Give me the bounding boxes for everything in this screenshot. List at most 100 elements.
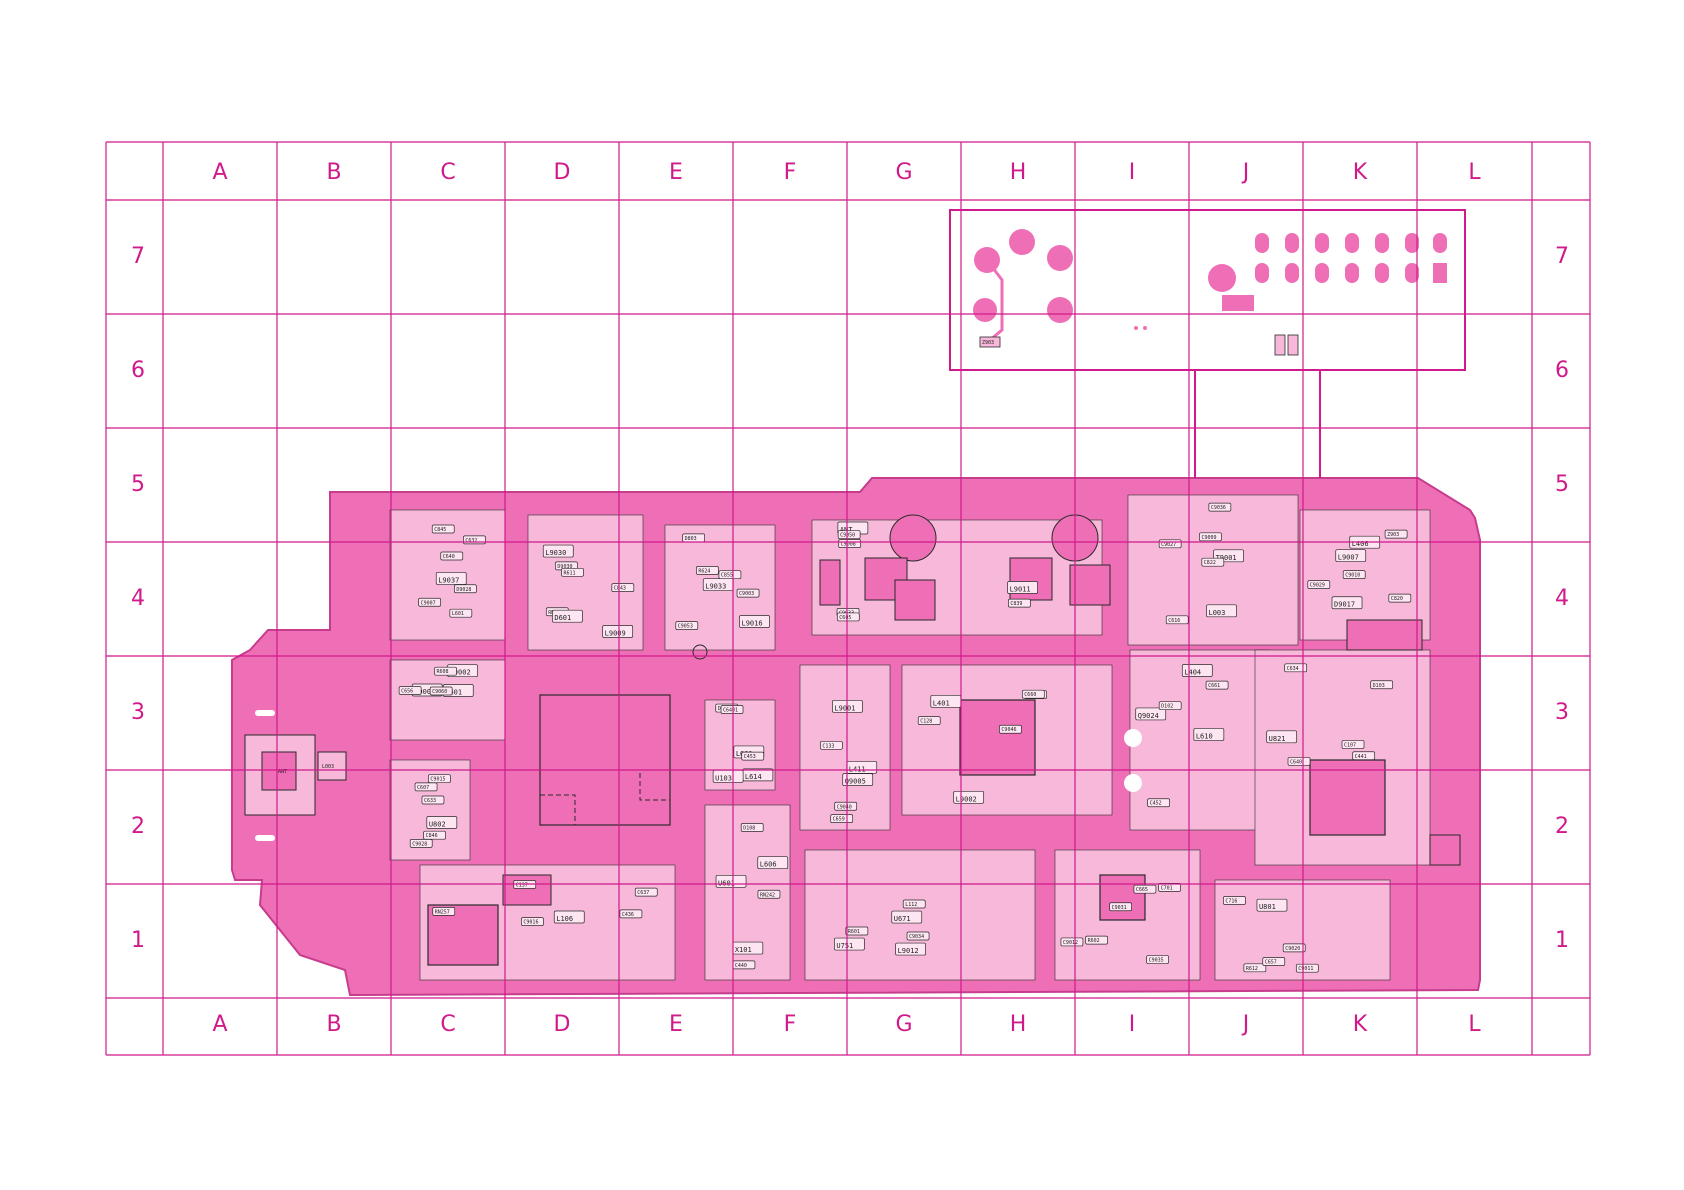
component-ref-c441: C441 [1355, 754, 1367, 760]
component-ref-q9005: Q9005 [845, 778, 866, 786]
component-outline [1295, 963, 1319, 973]
connector-pad [1345, 263, 1359, 283]
column-label-bottom-I: I [1129, 1012, 1136, 1037]
component-ref-u802: U802 [429, 821, 446, 829]
component-outline [1243, 963, 1267, 973]
top-connector-area: Z903 [949, 209, 1466, 478]
component-outline [1335, 549, 1367, 563]
component-ref-l406: L406 [1352, 540, 1369, 548]
component-ref-l9033: L9033 [705, 583, 726, 591]
component-ref-l401: L401 [933, 699, 950, 707]
connector-pad [1285, 233, 1299, 253]
component-outline [552, 609, 583, 623]
component-outline [1201, 557, 1225, 567]
component-ref-c661: C661 [1208, 683, 1220, 689]
column-label-bottom-K: K [1353, 1012, 1368, 1037]
component-ref-l9030: L9030 [545, 549, 566, 557]
column-label-top-H: H [1010, 160, 1027, 185]
component-outline [720, 705, 744, 714]
component-outline [1384, 529, 1408, 539]
component-ref-c453: C453 [744, 754, 756, 760]
component-outline [1206, 604, 1237, 618]
component-ref-u751: U751 [836, 942, 853, 950]
component-ref-d108: D108 [743, 825, 755, 831]
component-ref-c665: C665 [1136, 887, 1148, 893]
component-outline [521, 917, 544, 926]
component-ref-u671: U671 [894, 915, 911, 923]
component-outline [542, 544, 574, 558]
row-label-right-6: 6 [1555, 358, 1569, 383]
component-outline [619, 909, 643, 919]
component-outline [1352, 751, 1376, 761]
component-ref-u401: U401 [445, 689, 462, 697]
component-ref-l404: L404 [1184, 669, 1201, 677]
component-outline [906, 931, 930, 941]
component-outline [757, 856, 789, 870]
component-outline [1287, 757, 1311, 766]
row-label-left-6: 6 [131, 358, 145, 383]
component-outline [891, 910, 923, 924]
column-label-top-D: D [554, 160, 571, 185]
component-outline [1158, 701, 1182, 711]
component-ref-q9003: Q9003 [414, 688, 435, 696]
component-ref-l9007: L9007 [1338, 554, 1359, 562]
component-ref-c845: C845 [434, 527, 446, 533]
component-outline [1307, 580, 1331, 589]
component-outline [602, 625, 634, 638]
component-outline [429, 686, 453, 696]
component-ref-l601: L601 [452, 611, 464, 617]
component-ref-d803: D803 [685, 536, 697, 542]
component-outline [1388, 593, 1412, 603]
component-outline [1109, 902, 1132, 912]
component-outline [1208, 502, 1232, 512]
component-outline [1205, 680, 1229, 690]
component-ref-c820: C820 [1391, 596, 1403, 602]
component-ref-c436: C436 [622, 912, 634, 918]
column-label-top-C: C [440, 160, 455, 185]
component-outline [1146, 955, 1169, 964]
component-ref-d103: D103 [1373, 683, 1385, 689]
component-outline [696, 566, 719, 575]
component-ref-t9002: T9002 [450, 669, 471, 677]
component-outline [1331, 596, 1363, 610]
component-outline [432, 906, 456, 916]
component-outline [421, 795, 445, 805]
component-ref-c9003: C9003 [739, 591, 754, 597]
component-ref-rn257: RN257 [435, 909, 450, 915]
component-ref-c137: C137 [516, 882, 528, 888]
component-outline [1284, 663, 1308, 673]
component-ref-l9011: L9011 [1010, 585, 1031, 593]
component-ref-c9011: C9011 [1298, 966, 1313, 972]
row-label-right-4: 4 [1555, 586, 1569, 611]
component-ref-c605: C605 [839, 615, 851, 621]
component-ref-l610: L610 [1196, 732, 1213, 740]
component-ref-c633: C633 [424, 798, 436, 804]
row-label-right-1: 1 [1555, 928, 1569, 953]
component-outline [1021, 689, 1045, 699]
component-ref-c632: C632 [465, 538, 477, 544]
component-outline [1193, 728, 1225, 741]
component-ref-c855: C855 [721, 573, 733, 579]
component-ref-l411: L411 [849, 765, 866, 773]
component-ref-c640: C640 [443, 554, 455, 560]
component-ref-t9001: T9001 [1216, 554, 1237, 562]
component-outline [435, 572, 467, 585]
component-outline [1085, 935, 1108, 945]
component-outline [454, 584, 477, 594]
component-ref-c701: C701 [1161, 885, 1173, 891]
component-ref-c6401: C6401 [723, 708, 738, 714]
row-label-right-7: 7 [1555, 244, 1569, 269]
component-ref-c659: C659 [833, 817, 845, 823]
component-outline [1342, 570, 1366, 579]
component-outline [553, 910, 585, 924]
component-outline [834, 801, 858, 811]
component-ref-l9009: L9009 [605, 629, 626, 637]
connector-pad [1375, 263, 1389, 283]
column-label-top-G: G [895, 160, 912, 185]
component-ref-d102: D102 [1161, 704, 1173, 710]
component-ref-c9036: C9036 [1211, 505, 1226, 511]
component-ref-c9010: C9010 [1345, 573, 1360, 579]
component-outline [842, 773, 874, 786]
component-outline [820, 740, 843, 750]
